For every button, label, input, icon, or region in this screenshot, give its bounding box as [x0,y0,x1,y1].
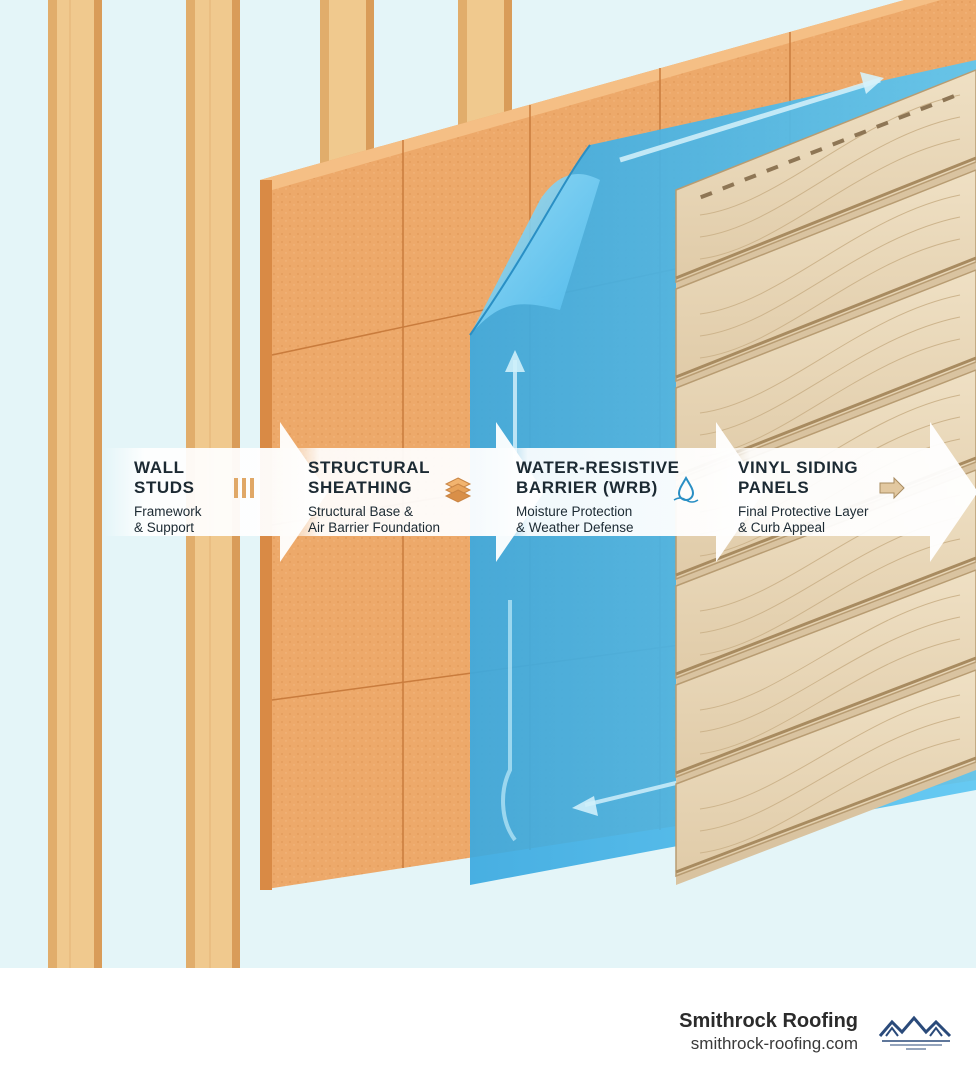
water-drop-icon [673,475,699,503]
website-link[interactable]: smithrock-roofing.com [690,1034,858,1053]
layer-title-line: VINYL SIDING [738,458,859,477]
studs-icon [234,478,254,498]
stud [48,0,102,968]
siding-board [675,69,976,284]
layer-description-line: & Weather Defense [516,520,634,535]
layers-stack-icon [444,477,472,503]
layer-description: Final Protective Layer& Curb Appeal [738,504,869,536]
siding-board [675,569,976,779]
layer-description-line: & Support [134,520,195,535]
layer-description-line: Structural Base & [308,504,414,519]
siding-board [675,169,976,383]
layer-description-line: Moisture Protection [516,504,633,519]
layer-description-line: Framework [134,504,202,519]
airflow-arrow-icon [619,72,884,163]
footer: Smithrock Roofing smithrock-roofing.com [0,968,976,1088]
callout-arrow [700,422,976,562]
layer-title-line: STRUCTURAL [308,458,431,477]
layer-description-line: & Curb Appeal [738,520,826,535]
siding-board [675,669,976,878]
callout-arrow [270,422,544,562]
layer-title-line: STUDS [134,478,195,497]
layer-title-line: WATER-RESISTIVE [516,458,680,477]
layer-title-line: WALL [134,458,185,477]
layer-title-line: BARRIER (WRB) [516,478,658,497]
layer-description-line: Air Barrier Foundation [308,520,441,535]
layer-title-line: PANELS [738,478,810,497]
layer-description: Framework& Support [134,504,202,536]
layer-description: Moisture Protection& Weather Defense [516,504,634,536]
house-roofline-icon [878,1015,952,1050]
layer-title-line: SHEATHING [308,478,413,497]
layer-description: Structural Base &Air Barrier Foundation [308,504,440,536]
layer-description-line: Final Protective Layer [738,504,869,519]
stud [458,0,512,130]
drainage-left-arrow-icon [572,780,681,816]
brand-name: Smithrock Roofing [679,1010,858,1032]
arrow-right-icon [879,476,905,500]
callout-arrow [476,422,764,562]
